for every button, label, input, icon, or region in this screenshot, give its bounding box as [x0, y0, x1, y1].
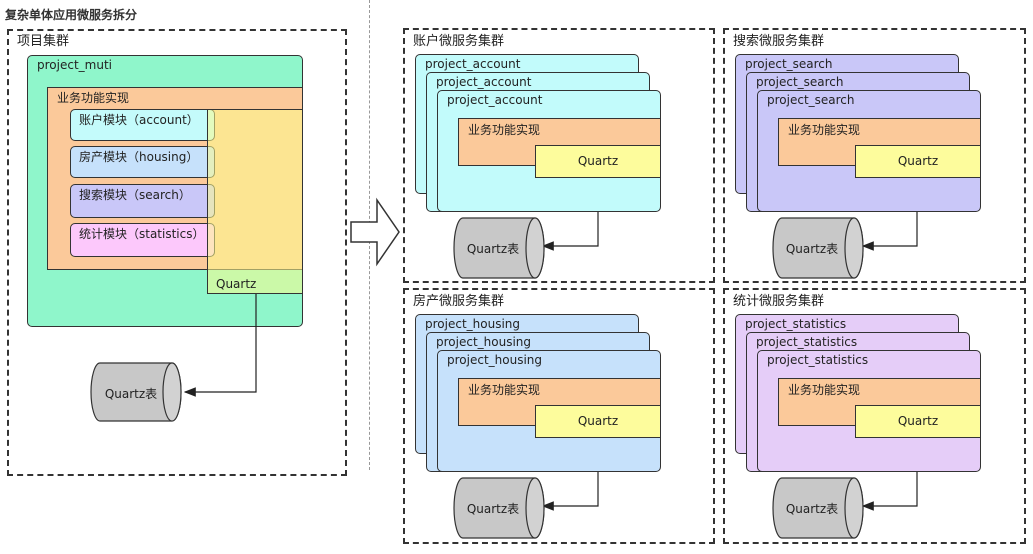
account-quartz: Quartz — [535, 145, 661, 178]
search-cluster — [723, 28, 1026, 283]
account-biz-label: 业务功能实现 — [468, 123, 541, 137]
account-service-front-label: project_account — [447, 93, 543, 107]
statistics-biz-label: 业务功能实现 — [788, 383, 861, 397]
search-db-icon — [772, 217, 864, 279]
monolith-cluster-label: 项目集群 — [17, 34, 70, 49]
housing-service-mid-label: project_housing — [436, 335, 532, 349]
monolith-biz-label: 业务功能实现 — [57, 91, 130, 105]
statistics-quartz-label: Quartz — [897, 414, 939, 428]
monolith-db-label: Quartz表 — [104, 387, 158, 401]
search-quartz-label: Quartz — [897, 154, 939, 168]
search-cluster-label: 搜索微服务集群 — [733, 34, 825, 49]
housing-biz-label: 业务功能实现 — [468, 383, 541, 397]
account-service-back-label: project_account — [425, 57, 521, 71]
housing-cluster-label: 房产微服务集群 — [413, 294, 505, 309]
account-quartz-label: Quartz — [577, 154, 619, 168]
housing-cluster — [403, 288, 715, 544]
module-search-label: 搜索模块（search） — [79, 188, 191, 202]
monolith-db-icon — [90, 362, 182, 422]
monolith-app-label: project_muti — [37, 58, 112, 72]
search-biz-label: 业务功能实现 — [788, 123, 861, 137]
search-service-back-label: project_search — [745, 57, 833, 71]
search-quartz: Quartz — [855, 145, 981, 178]
module-statistics-label: 统计模块（statistics） — [79, 227, 205, 241]
monolith-quartz-connector — [183, 294, 257, 397]
monolith-quartz: Quartz — [207, 109, 303, 294]
search-service-front-label: project_search — [767, 93, 855, 107]
module-housing: 房产模块（housing） — [70, 146, 215, 178]
search-service-mid-label: project_search — [756, 75, 844, 89]
statistics-db-icon — [772, 477, 864, 539]
statistics-service-mid-label: project_statistics — [756, 335, 858, 349]
transform-arrow — [350, 197, 400, 267]
module-account: 账户模块（account） — [70, 109, 215, 141]
module-search: 搜索模块（search） — [70, 184, 215, 218]
account-db-label: Quartz表 — [466, 242, 520, 256]
housing-quartz-label: Quartz — [577, 414, 619, 428]
statistics-cluster — [723, 288, 1026, 544]
module-housing-label: 房产模块（housing） — [79, 150, 199, 164]
account-cluster-label: 账户微服务集群 — [413, 34, 505, 49]
housing-service-front-label: project_housing — [447, 353, 543, 367]
housing-db-icon — [453, 477, 545, 539]
monolith-quartz-label: Quartz — [216, 277, 257, 291]
housing-db-label: Quartz表 — [466, 502, 520, 516]
statistics-cluster-label: 统计微服务集群 — [733, 294, 825, 309]
statistics-service-back-label: project_statistics — [745, 317, 847, 331]
housing-quartz: Quartz — [535, 405, 661, 438]
housing-service-back-label: project_housing — [425, 317, 521, 331]
statistics-quartz: Quartz — [855, 405, 981, 438]
search-db-label: Quartz表 — [785, 242, 839, 256]
module-account-label: 账户模块（account） — [79, 113, 199, 127]
statistics-service-front-label: project_statistics — [767, 353, 869, 367]
monolith-cluster — [7, 29, 347, 476]
module-statistics: 统计模块（statistics） — [70, 223, 215, 257]
account-cluster — [403, 28, 715, 283]
statistics-db-label: Quartz表 — [785, 502, 839, 516]
account-service-mid-label: project_account — [436, 75, 532, 89]
account-db-icon — [453, 217, 545, 279]
diagram-title: 复杂单体应用微服务拆分 — [5, 8, 138, 22]
